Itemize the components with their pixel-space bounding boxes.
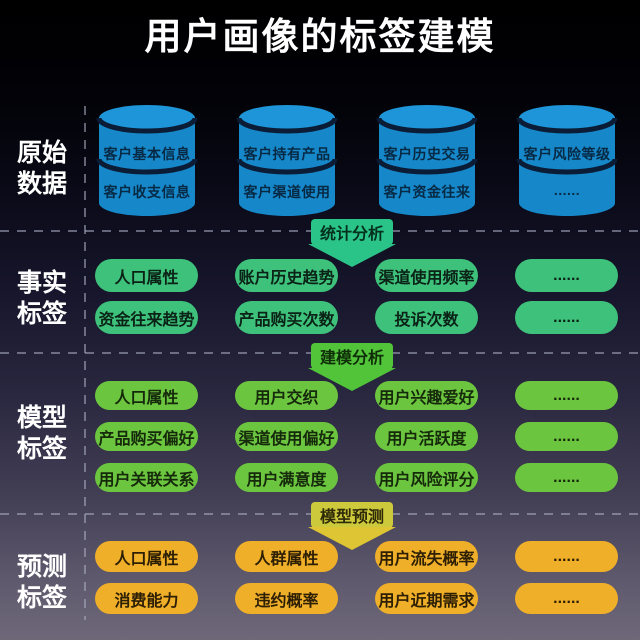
db-band-label: 客户持有产品 (243, 146, 331, 162)
tag-pill: ...... (515, 541, 618, 572)
flow-statistical-analysis: 统计分析 (308, 219, 396, 267)
down-arrow-icon (308, 244, 396, 267)
tag-pill: ...... (515, 259, 618, 292)
db-band-label: 客户历史交易 (383, 146, 471, 162)
left-rail-divider (84, 106, 86, 620)
database-customer-basic-info: 客户基本信息 客户收支信息 (95, 104, 199, 218)
tag-pill: 人口属性 (95, 541, 198, 572)
db-band-label: 客户渠道使用 (243, 184, 331, 200)
tag-pill: 用户风险评分 (375, 463, 478, 492)
flow-label: 统计分析 (310, 219, 393, 245)
flow-modeling-analysis: 建模分析 (308, 343, 396, 391)
database-icon (516, 105, 618, 216)
tag-pill: 人口属性 (95, 381, 198, 410)
database-icon (236, 105, 338, 216)
tag-pill: 投诉次数 (375, 301, 478, 334)
db-band-label: 客户基本信息 (103, 146, 191, 162)
tag-pill: ...... (515, 463, 618, 492)
db-band-label: 客户资金往来 (383, 184, 471, 200)
flow-label: 建模分析 (310, 343, 393, 369)
tag-pill: 人群属性 (235, 541, 338, 572)
tag-pill: ...... (515, 381, 618, 410)
rail-label-prediction-tags: 预测标签 (16, 553, 67, 612)
down-arrow-icon (308, 368, 396, 391)
tag-pill: 消费能力 (95, 583, 198, 614)
database-customer-risk: 客户风险等级 ...... (515, 104, 619, 218)
tag-pill: 用户交织 (235, 381, 338, 410)
tag-pill: 产品购买次数 (235, 301, 338, 334)
db-band-label: ...... (553, 182, 581, 198)
db-band-label: 客户风险等级 (523, 146, 611, 162)
page-title: 用户画像的标签建模 (144, 16, 496, 57)
tag-pill: ...... (515, 301, 618, 334)
model-tags-grid: 人口属性 用户交织 用户兴趣爱好 ...... 产品购买偏好 渠道使用偏好 用户… (95, 381, 618, 492)
tag-pill: 资金往来趋势 (95, 301, 198, 334)
database-icon (376, 105, 478, 216)
fact-tags-grid: 人口属性 账户历史趋势 渠道使用频率 ...... 资金往来趋势 产品购买次数 … (95, 259, 618, 334)
database-customer-products: 客户持有产品 客户渠道使用 (235, 104, 339, 218)
flow-model-prediction: 模型预测 (308, 502, 396, 550)
tag-pill: ...... (515, 422, 618, 451)
tag-pill: 用户流失概率 (375, 541, 478, 572)
rail-label-fact-tags: 事实标签 (16, 269, 67, 328)
database-icon (96, 105, 198, 216)
tag-pill: 用户近期需求 (375, 583, 478, 614)
tag-pill: 渠道使用偏好 (235, 422, 338, 451)
database-customer-transactions: 客户历史交易 客户资金往来 (375, 104, 479, 218)
tag-pill: 人口属性 (95, 259, 198, 292)
prediction-tags-grid: 人口属性 人群属性 用户流失概率 ...... 消费能力 违约概率 用户近期需求… (95, 541, 618, 614)
rail-label-raw-data: 原始数据 (16, 139, 67, 198)
tag-pill: 用户兴趣爱好 (375, 381, 478, 410)
db-band-label: 客户收支信息 (103, 184, 191, 200)
rail-label-model-tags: 模型标签 (16, 404, 67, 463)
tag-pill: 用户满意度 (235, 463, 338, 492)
tag-pill: 账户历史趋势 (235, 259, 338, 292)
down-arrow-icon (308, 527, 396, 550)
tag-pill: 渠道使用频率 (375, 259, 478, 292)
tag-pill: 产品购买偏好 (95, 422, 198, 451)
flow-label: 模型预测 (310, 502, 393, 528)
tag-pill: 用户活跃度 (375, 422, 478, 451)
tag-pill: 用户关联关系 (95, 463, 198, 492)
tag-pill: 违约概率 (235, 583, 338, 614)
tag-pill: ...... (515, 583, 618, 614)
